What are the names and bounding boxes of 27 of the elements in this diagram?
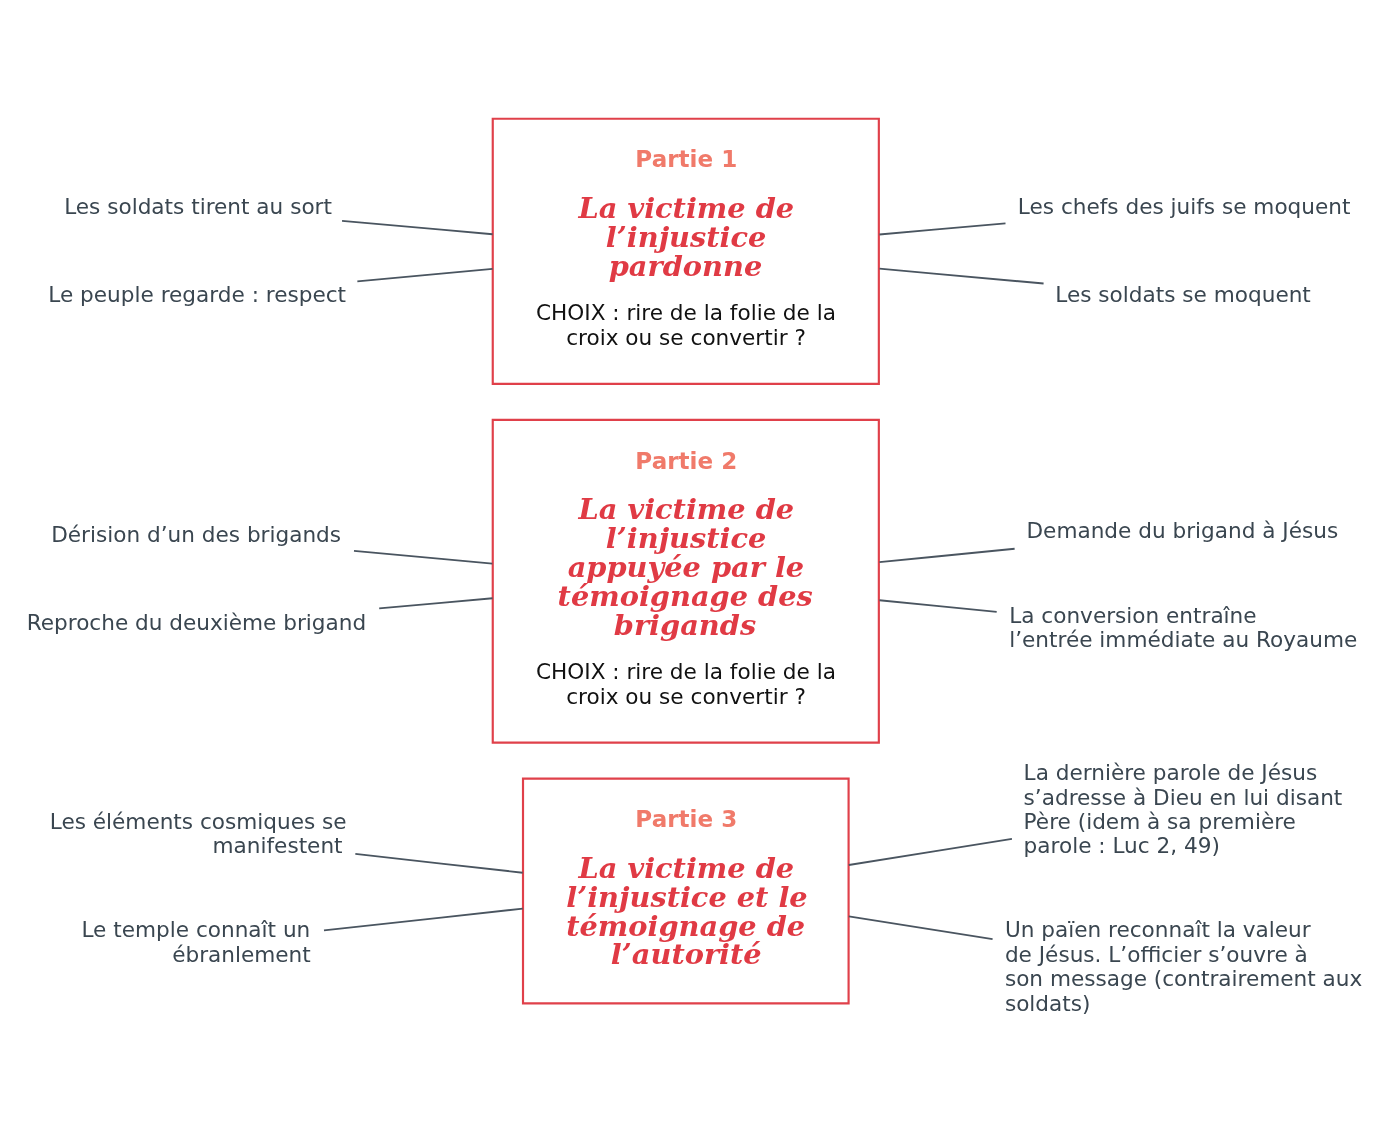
node-text: La dernière parole de Jésus s’adresse à Dieu en lui disant Père (idem à sa première parole : Luc 2, 49) [1023,760,1343,859]
node-text: Un païen reconnaît la valeur de Jésus. L’officier s’ouvre à son message (contrairement aux soldats) [1004,917,1363,1016]
node-text: Les soldats se moquent [1055,281,1311,307]
connector [847,915,994,940]
connector [878,599,998,613]
connector [356,268,494,283]
node-text: Les soldats tirent au sort [64,193,332,219]
connector [341,219,494,236]
node-text: Le temple connaît un ébranlement [81,917,311,967]
connector [353,549,494,565]
connector [878,267,1045,285]
node-text: Le peuple regarde : respect [48,281,347,307]
node-text: Les chefs des juifs se moquent [1017,193,1351,219]
node-box: Partie 3 La victime de l’injustice et le témoignage de l’autorité [521,777,850,1005]
node-text: Les éléments cosmiques se manifestent [49,808,347,859]
node-text: Dérision d’un des brigands [51,522,342,548]
node-text: Demande du brigand à Jésus [1026,517,1339,543]
connector [354,852,524,874]
connector [847,837,1013,866]
connector [878,547,1016,564]
node-box: Partie 1 La victime de l’injustice pardonne CHOIX : rire de la folie de la croix ou se convertir ? [491,117,880,385]
node-text: Reproche du deuxième brigand [26,610,367,636]
connector [378,597,494,610]
node-text: La conversion entraîne l’entrée immédiate au Royaume [1009,602,1358,653]
connector [323,907,524,932]
node-box: Partie 2 La victime de l’injustice appuyée par le témoignage des brigands CHOIX : rire de la folie de la croix ou se convertir ? [491,418,880,744]
connector [878,222,1007,236]
